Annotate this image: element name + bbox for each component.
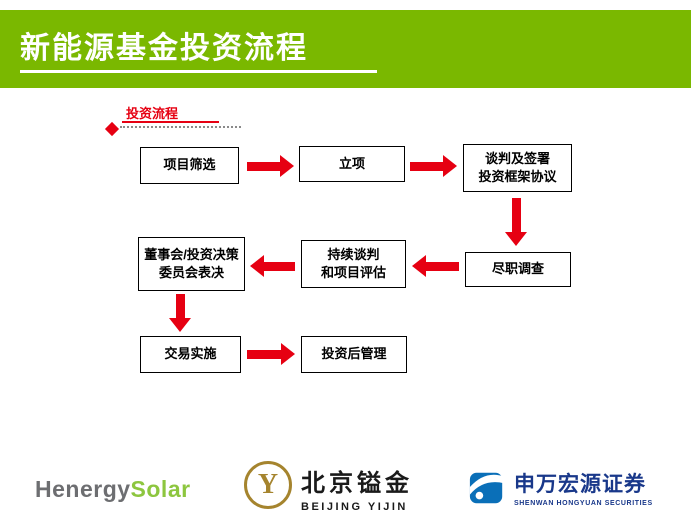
flow-box-negotiation-framework-agreement: 谈判及签署 投资框架协议 bbox=[463, 144, 572, 192]
solar-wordmark: Solar bbox=[130, 476, 191, 502]
yijin-logo-icon: Y bbox=[244, 461, 292, 509]
dotted-leader-line bbox=[120, 126, 241, 128]
flow-box-post-investment-management: 投资后管理 bbox=[301, 336, 407, 373]
section-underline bbox=[122, 121, 219, 123]
slide-header: 新能源基金投资流程 bbox=[0, 10, 691, 88]
yijin-name-en: BEIJING YIJIN bbox=[301, 501, 408, 513]
section-label: 投资流程 bbox=[126, 106, 179, 121]
yijin-wordmark: 北京镒金 BEIJING YIJIN bbox=[301, 463, 413, 513]
flow-arrow-down-icon bbox=[169, 294, 191, 332]
flow-box-transaction-execution: 交易实施 bbox=[140, 336, 241, 373]
shenwan-logo-icon bbox=[469, 472, 505, 503]
henergy-wordmark: Henergy bbox=[35, 476, 131, 502]
flow-arrow-right-icon bbox=[247, 343, 295, 365]
flow-arrow-right-icon bbox=[247, 155, 294, 177]
flow-box-project-screening: 项目筛选 bbox=[140, 147, 239, 184]
flow-box-project-initiation: 立项 bbox=[299, 146, 405, 182]
flow-arrow-left-icon bbox=[412, 255, 459, 277]
shenwan-name-cn: 申万宏源证券 bbox=[514, 473, 646, 496]
diamond-bullet-icon bbox=[104, 121, 120, 137]
page-title: 新能源基金投资流程 bbox=[20, 32, 308, 65]
flow-arrow-down-icon bbox=[505, 198, 527, 246]
shenwan-hongyuan-logo: 申万宏源证券 SHENWAN HONGYUAN SECURITIES bbox=[468, 468, 653, 507]
shenwan-wordmark: 申万宏源证券 SHENWAN HONGYUAN SECURITIES bbox=[514, 468, 653, 507]
flow-box-board-investment-committee-vote: 董事会/投资决策 委员会表决 bbox=[138, 237, 245, 291]
title-underline bbox=[20, 70, 377, 73]
shenwan-name-en: SHENWAN HONGYUAN SECURITIES bbox=[514, 500, 653, 507]
yijin-name-cn: 北京镒金 bbox=[301, 470, 413, 497]
flow-arrow-right-icon bbox=[410, 155, 457, 177]
henergy-solar-logo: HenergySolar bbox=[35, 476, 191, 503]
flow-arrow-left-icon bbox=[250, 255, 295, 277]
yijin-symbol: Y bbox=[257, 469, 279, 500]
flow-box-due-diligence: 尽职调查 bbox=[465, 252, 571, 287]
flow-box-continued-negotiation-evaluation: 持续谈判 和项目评估 bbox=[301, 240, 406, 288]
